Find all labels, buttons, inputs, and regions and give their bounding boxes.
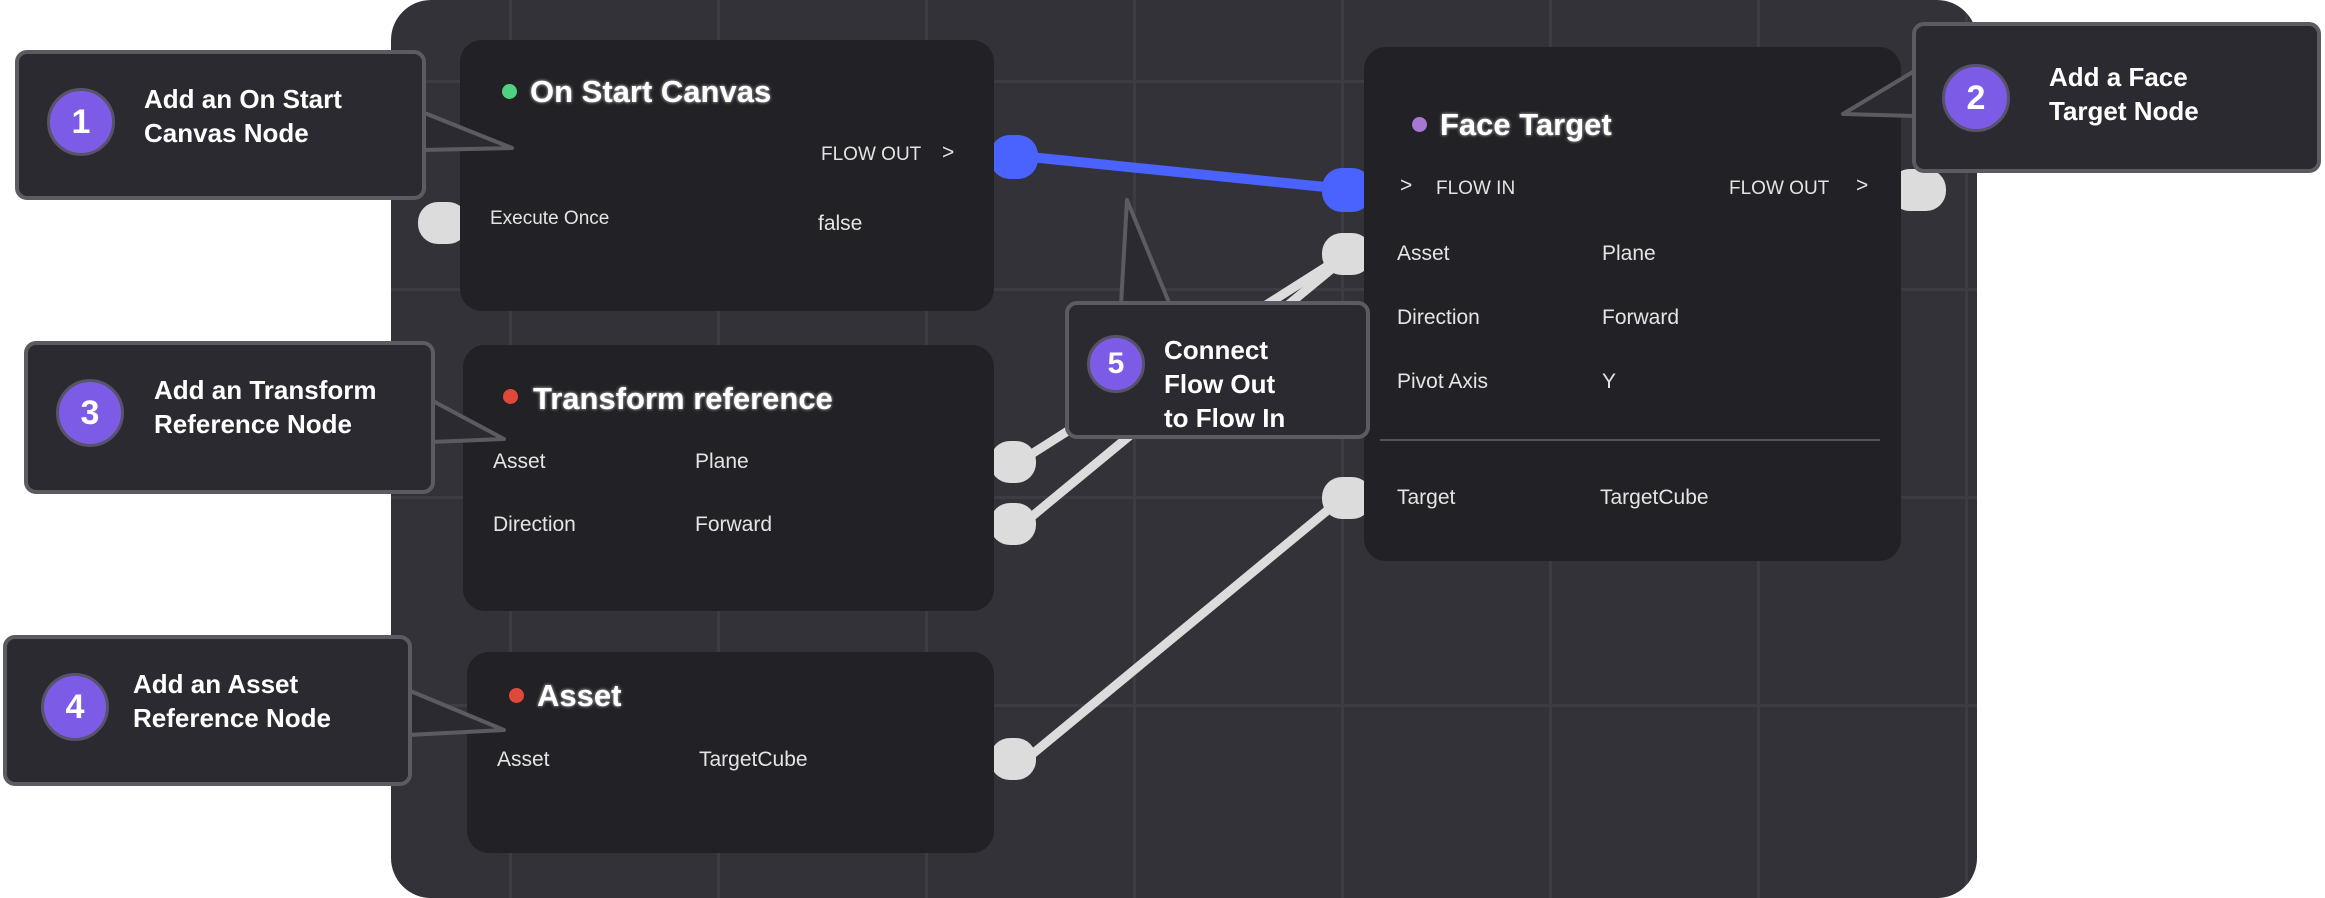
port-transform-asset[interactable]: [990, 441, 1036, 483]
row-value[interactable]: Plane: [695, 450, 749, 473]
divider: [1380, 439, 1880, 441]
row-value[interactable]: Plane: [1602, 242, 1656, 265]
port-on-start-flow-out[interactable]: [990, 135, 1038, 179]
chevron-right-icon: >: [1856, 174, 1869, 197]
row-label: Pivot Axis: [1397, 370, 1489, 393]
row-value[interactable]: Y: [1602, 370, 1617, 393]
callout-text: Add an Asset: [133, 669, 299, 699]
row-value[interactable]: TargetCube: [699, 748, 808, 771]
row-value[interactable]: Forward: [695, 513, 773, 536]
row-label: Execute Once: [490, 208, 610, 229]
callout-2-pointer: [1841, 68, 1918, 118]
callout-5-pointer: [1119, 198, 1172, 307]
row-label: Direction: [493, 513, 576, 536]
port-asset-out[interactable]: [990, 738, 1036, 780]
row-value[interactable]: Forward: [1602, 306, 1680, 329]
callout-text: Add an Transform: [154, 375, 377, 405]
callout-text: Add a Face: [2049, 62, 2188, 92]
node-transform-reference[interactable]: Transform reference Asset Plane Directio…: [463, 345, 994, 611]
status-dot: [502, 84, 517, 99]
status-dot: [1412, 117, 1427, 132]
node-face-target[interactable]: Face Target > FLOW IN FLOW OUT > Asset P…: [1364, 47, 1901, 561]
callout-text: Canvas Node: [144, 118, 309, 148]
callout-text: Reference Node: [133, 703, 331, 733]
status-dot: [509, 688, 524, 703]
row-value[interactable]: TargetCube: [1600, 486, 1709, 509]
step-number-badge: 1: [47, 88, 115, 156]
step-number-badge: 4: [41, 673, 109, 741]
node-title: Face Target: [1440, 107, 1612, 142]
port-face-asset[interactable]: [1322, 233, 1372, 275]
callout-text: Target Node: [2049, 96, 2199, 126]
wire-flow: [1019, 151, 1346, 194]
step-number-badge: 3: [56, 379, 124, 447]
step-number-badge: 5: [1087, 335, 1145, 393]
row-label: Asset: [497, 748, 550, 771]
node-asset[interactable]: Asset Asset TargetCube: [467, 652, 994, 853]
callout-text: Flow Out: [1164, 369, 1276, 399]
row-label: Target: [1397, 486, 1456, 509]
flow-in-label: FLOW IN: [1436, 178, 1516, 199]
flow-out-label: FLOW OUT: [1729, 178, 1830, 199]
port-face-flow-in[interactable]: [1322, 168, 1372, 212]
port-execute-once[interactable]: [418, 202, 468, 244]
callout-text: Add an On Start: [144, 84, 342, 114]
callout-1-pointer: [420, 110, 514, 152]
callout-3-pointer: [429, 398, 506, 444]
step-number-badge: 2: [1942, 64, 2010, 132]
chevron-right-icon: >: [1400, 174, 1413, 197]
port-transform-direction[interactable]: [990, 503, 1036, 545]
row-label: Asset: [1397, 242, 1450, 265]
wire-asset-target: [1027, 496, 1343, 760]
flow-out-label: FLOW OUT: [821, 144, 922, 165]
node-title: Transform reference: [533, 381, 833, 416]
port-face-flow-out[interactable]: [1890, 169, 1946, 211]
callout-text: Connect: [1164, 335, 1268, 365]
row-label: Asset: [493, 450, 546, 473]
node-title: On Start Canvas: [530, 74, 772, 109]
port-face-target[interactable]: [1322, 477, 1372, 519]
status-dot: [503, 389, 518, 404]
node-title: Asset: [537, 678, 622, 713]
row-value[interactable]: false: [818, 212, 863, 235]
node-on-start-canvas[interactable]: On Start Canvas FLOW OUT > Execute Once …: [460, 40, 994, 311]
callout-text: Reference Node: [154, 409, 352, 439]
callout-4-pointer: [406, 688, 506, 737]
chevron-right-icon: >: [942, 141, 955, 164]
callout-text: to Flow In: [1164, 403, 1286, 433]
row-label: Direction: [1397, 306, 1480, 329]
